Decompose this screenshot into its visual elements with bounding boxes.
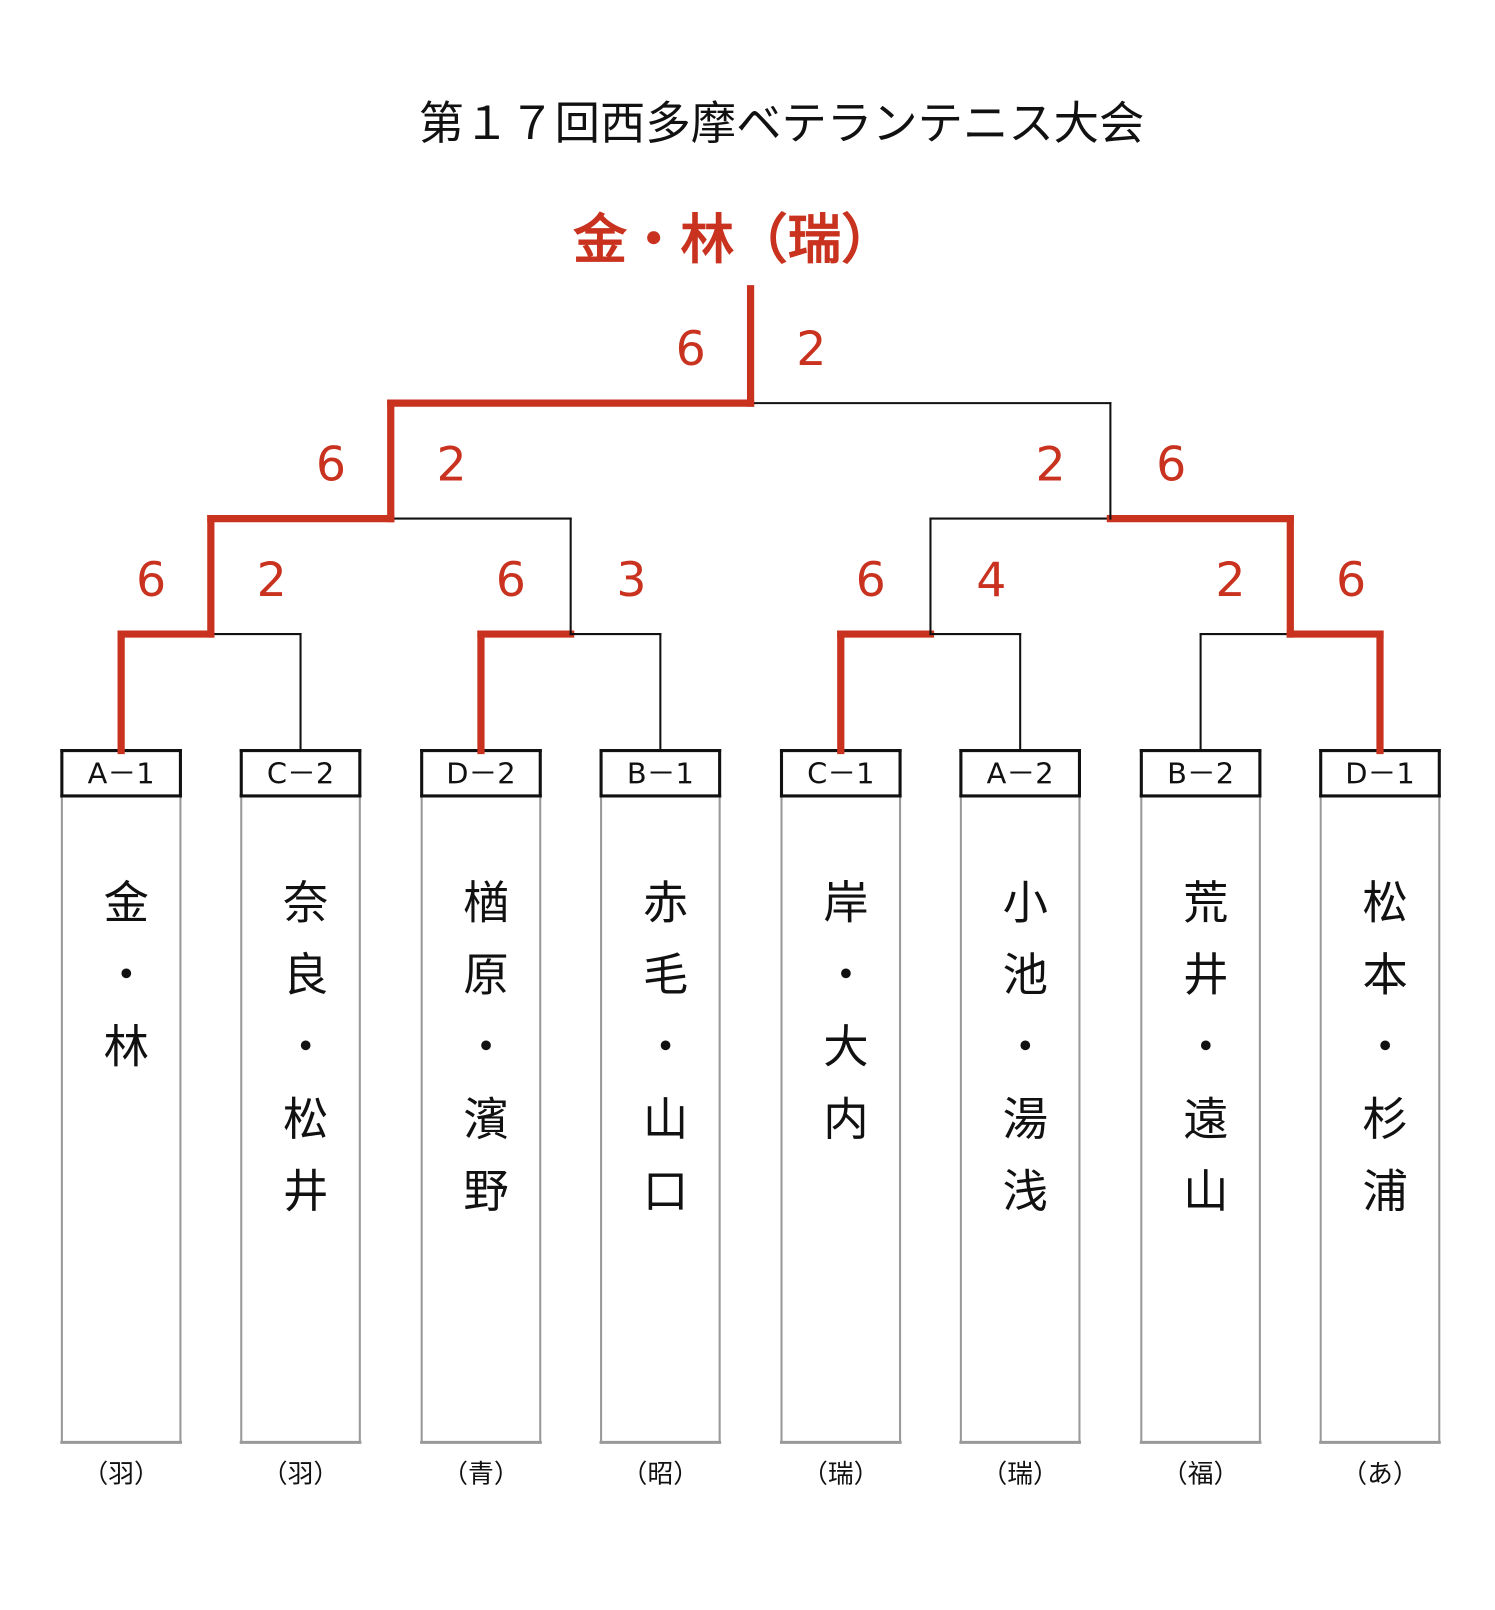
player-names-text: 荒井・遠山: [1174, 878, 1228, 1240]
player-names: 金・林: [62, 878, 181, 1095]
seed-label: A－1: [87, 756, 155, 791]
seed-label: C－2: [266, 756, 335, 791]
seed-label: C－1: [807, 756, 875, 791]
score-right: 2: [256, 551, 287, 608]
player-names: 小池・湯浅: [961, 878, 1080, 1239]
club-label: （福）: [1161, 1458, 1240, 1489]
seed-label: A－2: [986, 756, 1054, 791]
score-right: 4: [976, 551, 1007, 608]
club-label: （羽）: [261, 1458, 340, 1489]
score-right: 3: [616, 551, 647, 608]
player-names-text: 小池・湯浅: [994, 878, 1047, 1240]
score-left: 6: [495, 551, 526, 608]
score-left: 6: [315, 436, 347, 492]
score-left: 6: [675, 320, 706, 377]
seed-label: B－2: [1167, 756, 1235, 791]
seed-label: D－2: [446, 756, 516, 791]
score-left: 2: [1035, 436, 1066, 492]
score-left: 2: [1215, 551, 1246, 608]
score-right: 6: [1336, 551, 1367, 608]
player-names-text: 岸・大内: [815, 878, 868, 1168]
club-label: （瑞）: [802, 1458, 880, 1489]
score-right: 2: [796, 320, 827, 377]
page-title: 第１７回西多摩ベテランテニス大会: [418, 97, 1145, 151]
score-left: 6: [855, 551, 886, 608]
player-names: 松本・杉浦: [1321, 878, 1440, 1239]
player-names: 岸・大内: [781, 878, 900, 1167]
score-right: 6: [1156, 436, 1187, 492]
player-names: 楢原・濱野: [422, 878, 541, 1239]
player-names: 荒井・遠山: [1141, 878, 1260, 1239]
club-label: （青）: [442, 1458, 520, 1489]
club-label: （昭）: [621, 1458, 700, 1489]
club-label: （瑞）: [981, 1458, 1059, 1489]
player-names: 赤毛・山口: [601, 878, 720, 1239]
seed-label: D－1: [1345, 756, 1415, 791]
score-right: 2: [436, 436, 467, 492]
player-names: 奈良・松井: [241, 878, 360, 1239]
club-label: （羽）: [82, 1458, 160, 1489]
champion-label: 金・林（瑞）: [573, 209, 895, 272]
club-label: （あ）: [1341, 1458, 1419, 1489]
score-left: 6: [135, 551, 167, 608]
player-names-text: 赤毛・山口: [634, 878, 688, 1240]
player-names-text: 楢原・濱野: [455, 878, 508, 1240]
player-names-text: 金・林: [95, 878, 148, 1095]
player-names-text: 松本・杉浦: [1354, 878, 1407, 1240]
player-names-text: 奈良・松井: [274, 878, 328, 1240]
seed-label: B－1: [626, 756, 694, 791]
